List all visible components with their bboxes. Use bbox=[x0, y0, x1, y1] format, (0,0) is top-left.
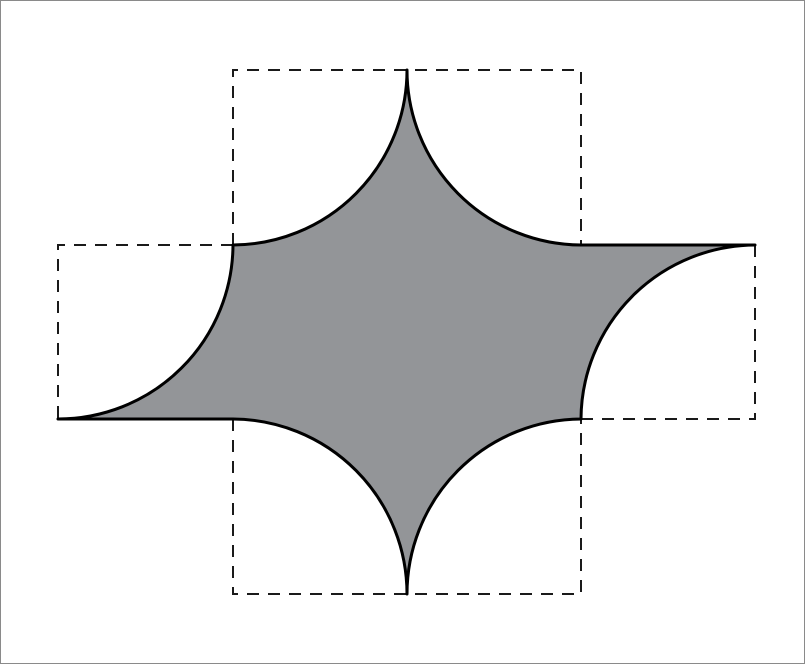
shaded-region bbox=[56, 68, 757, 596]
guide-square-left bbox=[57, 244, 233, 419]
guide-square-right bbox=[581, 245, 756, 420]
guide-square-bottom bbox=[232, 419, 582, 595]
guide-square-top bbox=[232, 69, 582, 245]
